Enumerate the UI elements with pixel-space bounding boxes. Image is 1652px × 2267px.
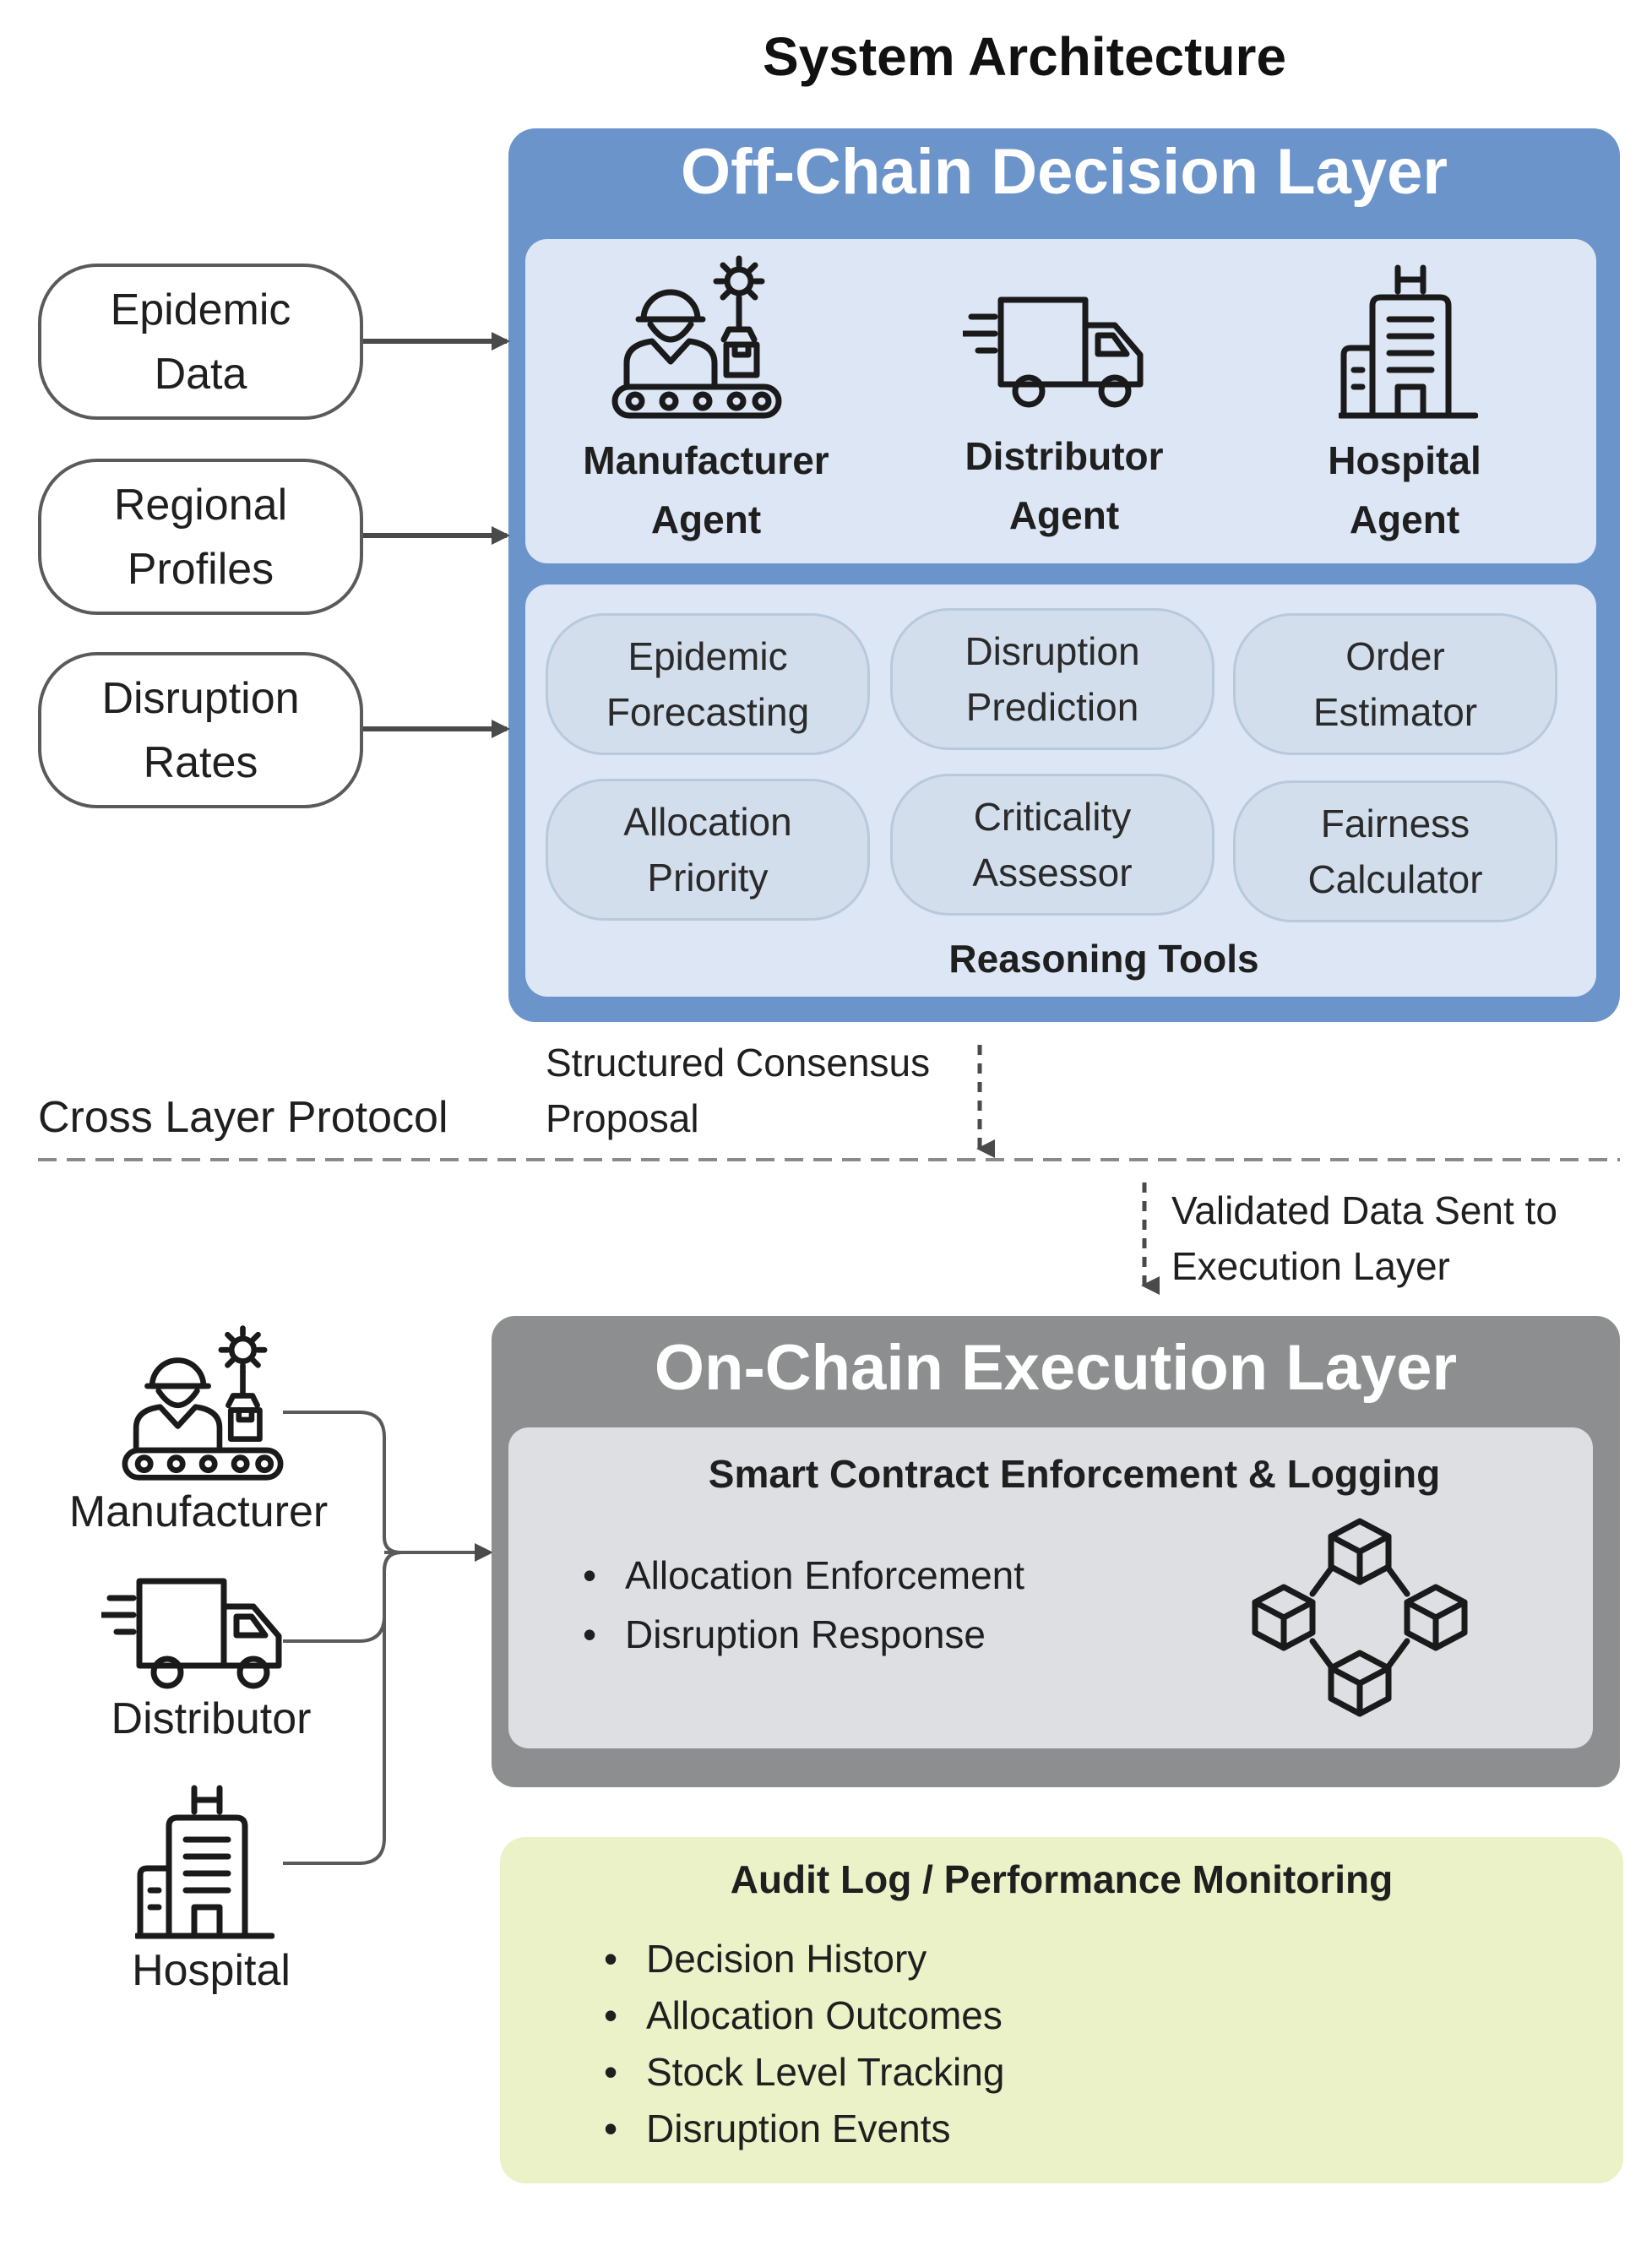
manufacturer-icon [122,1325,284,1481]
input-arrows [363,332,510,738]
diagram-title: System Architecture [762,26,1287,87]
smart-contract-bullets: Allocation Enforcement Disruption Respon… [583,1546,1024,1664]
input-epidemic-data: Epidemic Data [38,264,363,420]
reasoning-tools-label: Reasoning Tools [948,937,1259,981]
tool-allocation-priority: Allocation Priority [546,779,870,921]
structured-consensus-proposal: Structured Consensus Proposal [546,1041,931,1140]
tool-epidemic-forecasting: Epidemic Forecasting [546,613,870,755]
input-disruption-rates: Disruption Rates [38,652,363,808]
hospital-icon [1339,264,1478,419]
truck-icon [101,1578,282,1689]
entity-connectors [283,1411,402,1865]
manufacturer-icon [611,255,782,419]
bullet-disruption-events: Disruption Events [604,2101,1004,2157]
cross-layer-protocol-label: Cross Layer Protocol [38,1093,448,1142]
audit-log-bullets: Decision History Allocation Outcomes Sto… [604,1931,1004,2157]
entity-label-manufacturer: Manufacturer [68,1487,329,1536]
input-regional-profiles: Regional Profiles [38,459,363,615]
bullet-allocation-outcomes: Allocation Outcomes [604,1987,1004,2044]
audit-log-title: Audit Log / Performance Monitoring [730,1857,1394,1901]
entity-label-distributor: Distributor [111,1694,312,1743]
tool-disruption-prediction: Disruption Prediction [890,608,1215,750]
blockchain-icon [1252,1518,1468,1717]
entity-label-hospital: Hospital [132,1946,291,1995]
agent-label-distributor: Distributor Agent [965,434,1164,537]
bullet-decision-history: Decision History [604,1931,1004,1987]
tool-criticality-assessor: Criticality Assessor [890,774,1215,916]
on-chain-title: On-Chain Execution Layer [654,1332,1458,1404]
smart-contract-title: Smart Contract Enforcement & Logging [708,1452,1441,1496]
hospital-icon [135,1785,274,1939]
agent-label-manufacturer: Manufacturer Agent [583,438,829,541]
agents-panel [525,239,1596,563]
off-chain-title: Off-Chain Decision Layer [681,136,1448,208]
validated-data-label: Validated Data Sent to Execution Layer [1171,1188,1557,1288]
agent-label-hospital: Hospital Agent [1328,438,1481,541]
bullet-disruption-response: Disruption Response [583,1605,1024,1664]
tool-order-estimator: Order Estimator [1233,613,1557,755]
truck-icon [963,296,1144,408]
bullet-allocation-enforcement: Allocation Enforcement [583,1546,1024,1605]
bullet-stock-level-tracking: Stock Level Tracking [604,2044,1004,2101]
tool-fairness-calculator: Fairness Calculator [1233,780,1557,922]
